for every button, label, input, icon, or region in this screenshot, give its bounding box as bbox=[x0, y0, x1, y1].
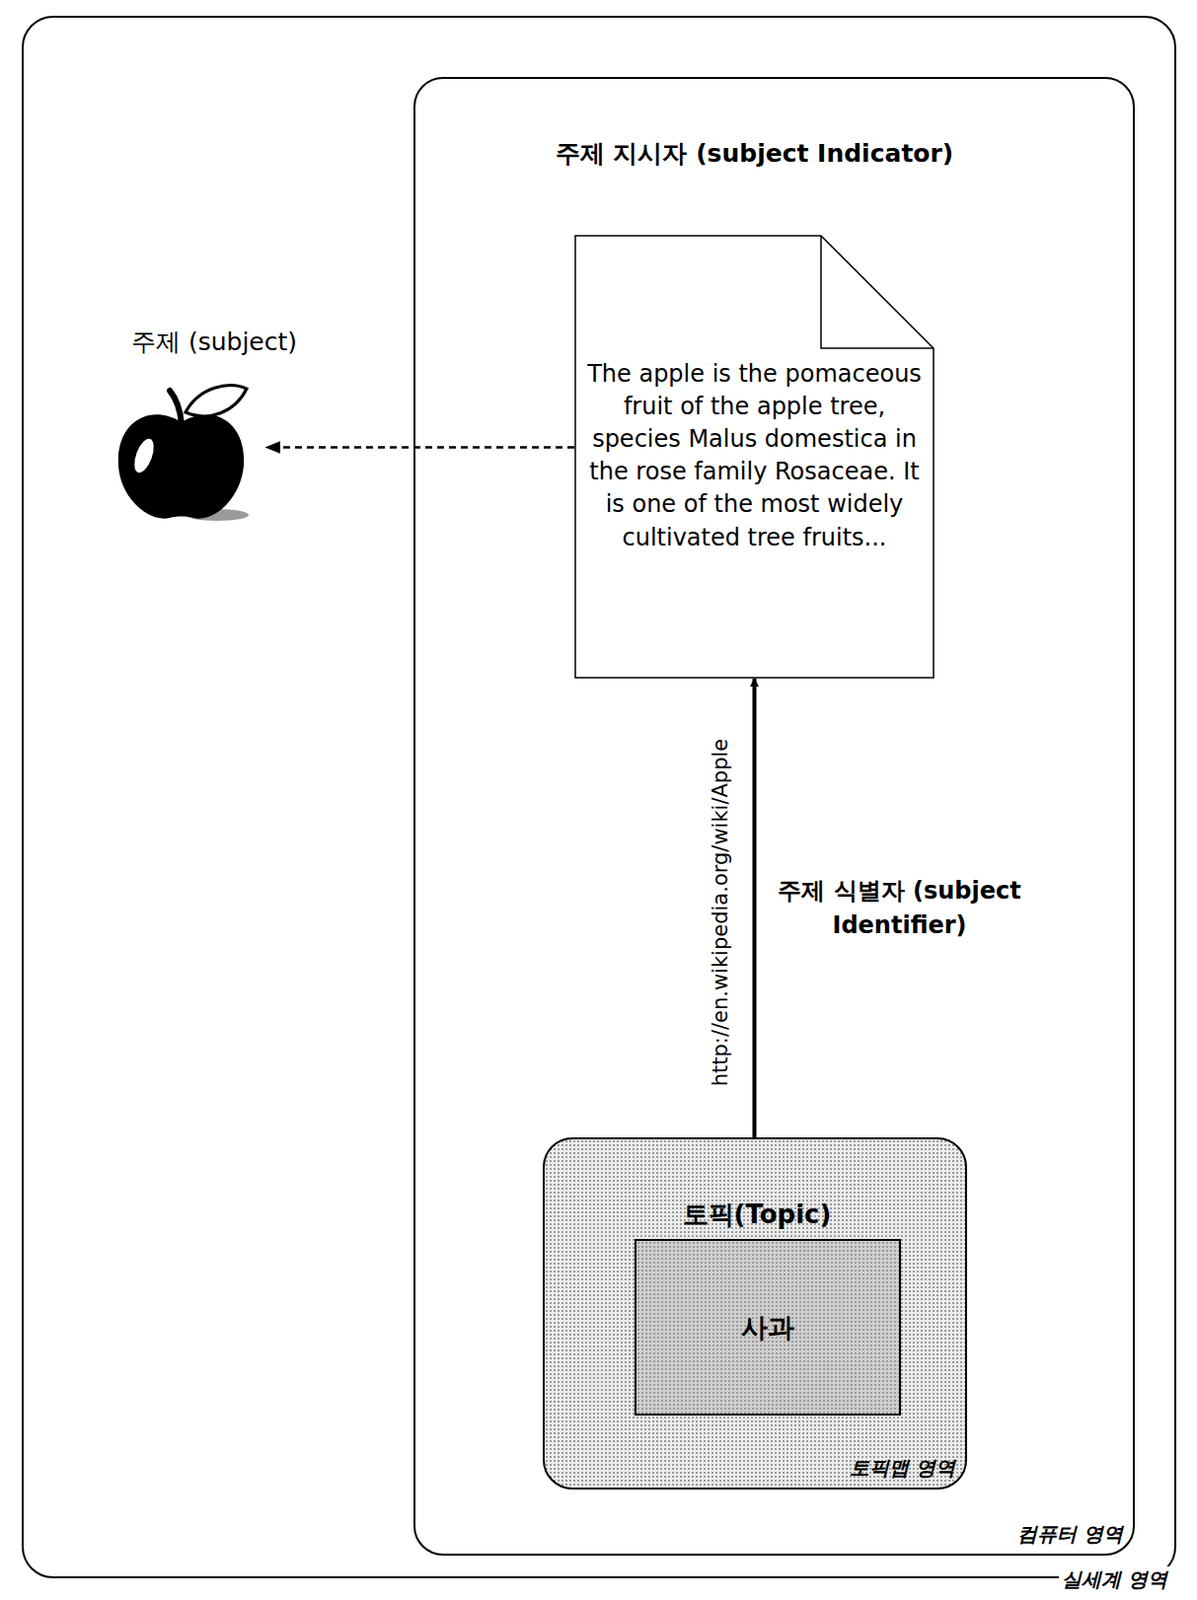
apple-illustration bbox=[110, 371, 267, 524]
subject-apple: 주제 (subject) bbox=[110, 371, 267, 524]
apple-leaf bbox=[185, 385, 247, 417]
document-page bbox=[575, 235, 934, 678]
real-world-region: 실세계 영역주제 (subject)컴퓨터 영역주제 지시자 (subject … bbox=[21, 15, 1177, 1579]
node-heading: 주제 지시자 (subject Indicator) bbox=[554, 136, 955, 171]
node-text: 사과 bbox=[636, 1310, 899, 1347]
document-outline bbox=[574, 234, 935, 679]
subject-indicator-document: 주제 지시자 (subject Indicator)The apple is t… bbox=[574, 234, 935, 679]
node-heading: 실세계 영역 bbox=[1058, 1567, 1171, 1594]
computer-region: 컴퓨터 영역주제 지시자 (subject Indicator)The appl… bbox=[413, 76, 1135, 1557]
apple-body bbox=[118, 414, 244, 519]
node-heading: 토픽맵 영역 bbox=[849, 1455, 956, 1483]
node-heading: 주제 (subject) bbox=[110, 325, 318, 359]
url-label: http://en.wikipedia.org/wiki/Apple bbox=[707, 705, 734, 1121]
edge-label: 주제 식별자 (subject Identifier) bbox=[776, 874, 1024, 944]
topic-map-region: 토픽맵 영역토픽(Topic)사과 bbox=[542, 1137, 968, 1491]
topic-box: 토픽(Topic)사과 bbox=[634, 1239, 901, 1417]
node-heading: 컴퓨터 영역 bbox=[1017, 1521, 1123, 1549]
node-text: The apple is the pomaceous fruit of the … bbox=[574, 234, 935, 565]
document-fold bbox=[821, 235, 934, 349]
apple-highlight bbox=[130, 436, 157, 475]
node-heading: 토픽(Topic) bbox=[597, 1197, 917, 1233]
solid-arrow bbox=[752, 678, 757, 1138]
dashed-arrow bbox=[266, 446, 575, 449]
apple-stem bbox=[169, 390, 182, 425]
